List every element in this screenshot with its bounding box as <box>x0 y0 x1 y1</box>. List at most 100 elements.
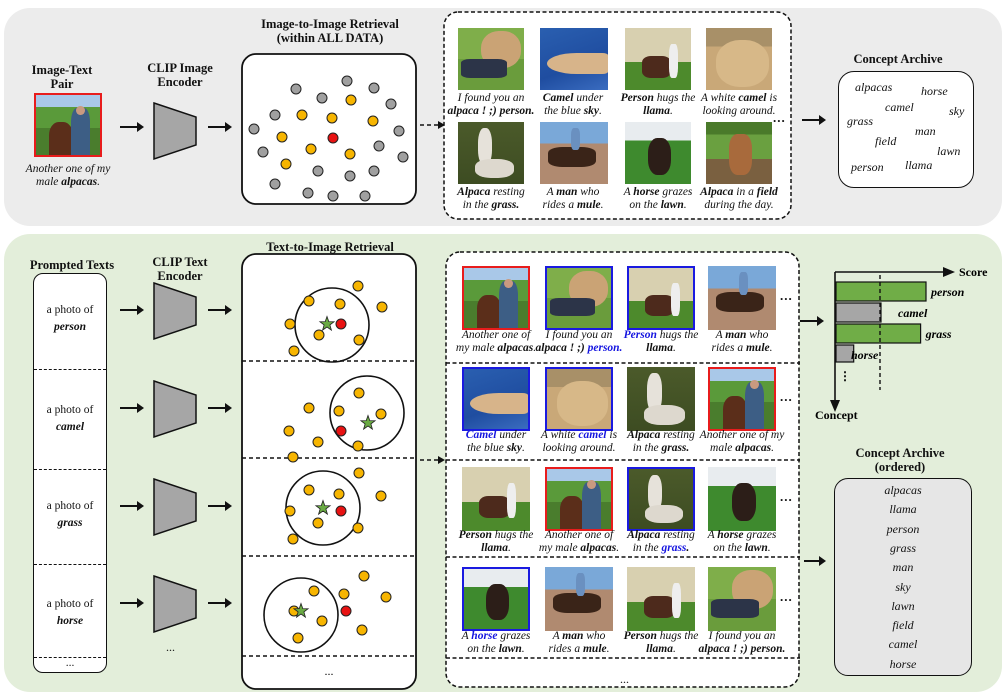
caption-line: A man who <box>531 630 627 643</box>
image-embedding-dot <box>352 522 364 534</box>
caption-fragment: I found you an <box>545 329 613 341</box>
score-axis-arrow-icon <box>943 267 955 277</box>
caption-line: A white camel is <box>692 92 786 105</box>
caption-fragment: looking around. <box>702 105 776 117</box>
image-embedding-dot <box>292 632 304 644</box>
image-embedding-dot <box>333 405 345 417</box>
arrow-to-retrieval <box>208 122 232 132</box>
clip-image-encoder-icon <box>153 101 197 161</box>
caption-line: I found you an <box>531 329 627 342</box>
caption-line: A man who <box>526 186 620 199</box>
caption-fragment: during the day. <box>704 199 774 211</box>
ordered-title-line2: (ordered) <box>874 460 926 474</box>
image-embedding-dot <box>352 440 364 452</box>
embedding-dot <box>344 170 356 182</box>
caption-fragment: man <box>562 630 584 642</box>
caption-fragment: . <box>669 105 673 117</box>
photo-person-hugs-llama <box>462 467 530 531</box>
caption-fragment: grazes <box>743 529 777 541</box>
caption-fragment: Another one of <box>461 329 531 341</box>
caption-fragment: A <box>461 630 472 642</box>
score-bar-horse <box>835 344 855 363</box>
row-ellipsis: ... <box>780 389 793 404</box>
photo-person-with-alpaca <box>458 28 524 90</box>
encoder-ellipsis: ... <box>166 640 175 654</box>
row-ellipsis: ... <box>780 288 793 303</box>
caption-fragment: I found you an <box>708 630 776 642</box>
photo-person-hugs-llama <box>627 567 695 631</box>
arrow-to-text-encoder <box>120 501 144 511</box>
ordered-concept-word: camel <box>888 637 918 652</box>
caption-line: A horse grazes <box>611 186 705 199</box>
concept-word: grass <box>847 114 874 128</box>
caption-fragment: my male <box>538 542 581 554</box>
caption-fragment: Person <box>458 529 492 541</box>
embedding-dot <box>397 151 409 163</box>
ordered-concept-word: lawn <box>891 598 915 613</box>
caption-fragment: man <box>725 329 747 341</box>
caption-line: llama. <box>448 542 544 555</box>
caption-fragment: grass. <box>491 199 520 211</box>
caption-fragment: A <box>552 630 563 642</box>
concept-axis-arrow-icon <box>830 400 840 412</box>
image-embedding-dot <box>333 488 345 500</box>
image-embedding-dot <box>316 615 328 627</box>
caption-fragment: man <box>556 186 578 198</box>
query-image-embedding-dot <box>335 318 347 330</box>
ordered-concept-word: field <box>892 618 914 633</box>
caption-fragment: lawn <box>744 542 768 554</box>
image-embedding-dot <box>303 402 315 414</box>
caption-fragment: . <box>507 542 511 554</box>
caption-fragment: male <box>36 176 62 188</box>
caption-fragment: rides a <box>548 643 583 655</box>
caption-fragment: in the <box>462 199 492 211</box>
caption-line: Person hugs the <box>613 329 709 342</box>
image-embedding-dot <box>312 517 324 529</box>
caption-fragment: . <box>521 643 525 655</box>
prompt-divider <box>34 564 106 565</box>
caption-fragment: horse <box>633 186 660 198</box>
arrow-to-score-chart <box>800 316 824 326</box>
caption-line: Alpaca resting <box>444 186 538 199</box>
ordered-concept-word: sky <box>895 579 911 594</box>
caption-fragment: who <box>577 186 600 198</box>
caption-line: in the grass. <box>613 442 709 455</box>
caption-line: A horse grazes <box>448 630 544 643</box>
score-bar-label: grass <box>925 327 952 341</box>
caption-line: Another one of my <box>694 429 790 442</box>
caption-fragment: lawn <box>498 643 522 655</box>
caption-fragment: resting <box>490 186 525 198</box>
caption-fragment: A white <box>540 429 579 441</box>
image-embedding-dot <box>308 585 320 597</box>
image-embedding-dot <box>283 425 295 437</box>
retrieved-embedding-dot <box>344 148 356 160</box>
row-ellipsis: ... <box>780 489 793 504</box>
caption-fragment: Person <box>620 92 654 104</box>
retrieved-embedding-dot <box>280 158 292 170</box>
embedding-dot <box>368 82 380 94</box>
image-embedding-dot <box>356 624 368 636</box>
caption-fragment: rides a <box>711 342 746 354</box>
caption-fragment: the blue <box>467 442 507 454</box>
caption-fragment: Camel <box>465 429 497 441</box>
photo-person-with-alpaca <box>545 266 613 330</box>
image-embedding-dot <box>334 298 346 310</box>
caption-fragment: camel <box>738 92 767 104</box>
photo-man-with-alpaca <box>545 467 613 531</box>
caption-fragment: Alpaca <box>457 186 491 198</box>
archive-title: Concept Archive <box>853 52 943 66</box>
image-embedding-dot <box>352 280 364 292</box>
ordered-concept-word: alpacas <box>884 483 922 497</box>
